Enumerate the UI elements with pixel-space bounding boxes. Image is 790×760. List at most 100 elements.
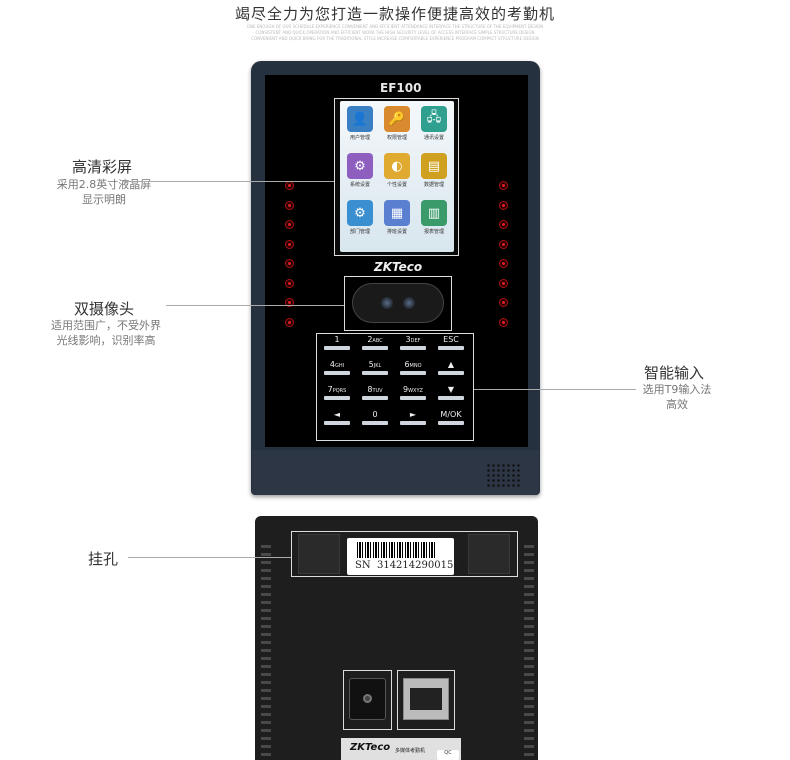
- keypad-key[interactable]: 4GHI: [322, 360, 352, 378]
- key-icon: 🔑: [384, 106, 410, 132]
- screen-leader-line: [122, 181, 334, 182]
- ethernet-socket: [410, 688, 442, 710]
- ir-led: [285, 200, 294, 210]
- power-port-frame: [343, 670, 392, 730]
- key-label: ►: [409, 410, 417, 419]
- camera-leader-line: [166, 305, 344, 306]
- keypad-key[interactable]: ▼: [436, 385, 466, 403]
- subtitle-line-3: CONVENIENT AND QUICK BRING FOR THE TRADI…: [251, 36, 539, 41]
- menu-item-4[interactable]: ◐个性设置: [383, 153, 411, 188]
- feature-input-desc: 选用T9输入法 高效: [642, 383, 712, 411]
- menu-item-label: 排班设置: [386, 229, 407, 235]
- brand-logo: ZKTeco: [374, 260, 423, 274]
- menu-item-label: 权限管理: [386, 135, 407, 141]
- ir-led: [499, 220, 508, 229]
- menu-item-label: 通讯设置: [423, 135, 444, 141]
- key-surface: [438, 346, 464, 350]
- keypad-key[interactable]: 2ABC: [360, 335, 390, 353]
- ir-led: [285, 298, 294, 307]
- vent-slots-right: [524, 540, 534, 760]
- network-port-frame: [397, 670, 455, 730]
- ir-led: [499, 239, 508, 249]
- ir-led: [499, 200, 508, 210]
- mount-hole-left: [298, 534, 340, 574]
- mount-hole-frame: [291, 531, 518, 577]
- keypad-key[interactable]: 0: [360, 410, 390, 428]
- palette-icon: ◐: [384, 153, 410, 179]
- mount-leader-line: [128, 557, 291, 558]
- feature-mount-title: 挂孔: [88, 550, 119, 568]
- key-label: 2ABC: [367, 335, 383, 344]
- users-icon: 👤: [347, 106, 373, 132]
- key-surface: [324, 421, 350, 425]
- menu-item-8[interactable]: ▥报表管理: [420, 200, 448, 235]
- keypad-key[interactable]: ►: [398, 410, 428, 428]
- database-icon: ▤: [421, 153, 447, 179]
- feature-camera-title: 双摄像头: [74, 300, 135, 318]
- keypad-key[interactable]: 5JKL: [360, 360, 390, 378]
- serial-barcode-label: SN 3142142900157: [347, 538, 460, 575]
- key-label: 5JKL: [368, 360, 382, 369]
- keypad-key[interactable]: 9WXYZ: [398, 385, 428, 403]
- camera-lens-left: [381, 297, 393, 309]
- keypad-key[interactable]: ▲: [436, 360, 466, 378]
- menu-item-3[interactable]: ⚙ 系统设置: [346, 153, 374, 188]
- key-surface: [324, 371, 350, 375]
- keypad-key[interactable]: 3DEF: [398, 335, 428, 353]
- camera-lens-right: [403, 297, 415, 309]
- key-surface: [362, 371, 388, 375]
- menu-item-7[interactable]: ▦排班设置: [383, 200, 411, 235]
- menu-item-label: 系统设置: [349, 182, 370, 188]
- ir-led: [499, 259, 508, 268]
- key-label: 8TUV: [367, 385, 383, 394]
- menu-item-5[interactable]: ▤ 数据管理: [420, 153, 448, 188]
- rating-plate: [341, 738, 461, 760]
- plate-brand-logo: ZKTeco: [350, 742, 391, 753]
- key-surface: [362, 421, 388, 425]
- menu-item-1[interactable]: 🔑 权限管理: [383, 106, 411, 141]
- ir-led: [285, 181, 294, 190]
- key-label: 3DEF: [405, 335, 421, 344]
- keypad-key[interactable]: 6MNO: [398, 360, 428, 378]
- vent-slots-left: [261, 540, 271, 760]
- menu-item-6[interactable]: ⚙部门管理: [346, 200, 374, 235]
- ir-led: [285, 278, 294, 288]
- menu-item-2[interactable]: 🖧通讯设置: [420, 106, 448, 141]
- qc-tag: QC: [437, 750, 459, 760]
- keypad-key[interactable]: 1: [322, 335, 352, 353]
- subtitle-line-2: CONSISTENT AND QUICK OPERATION AND EFFIC…: [255, 30, 535, 35]
- barcode: [357, 542, 437, 558]
- key-label: 4GHI: [329, 360, 345, 369]
- key-surface: [438, 371, 464, 375]
- page-headline: 竭尽全力为您打造一款操作便捷高效的考勤机: [234, 5, 555, 23]
- key-label: M/OK: [440, 410, 462, 419]
- menu-item-label: 用户管理: [349, 135, 370, 141]
- key-label: ▼: [447, 385, 455, 394]
- ir-led: [285, 239, 294, 249]
- ir-led: [285, 259, 294, 268]
- keypad-key[interactable]: M/OK: [436, 410, 466, 428]
- key-surface: [324, 346, 350, 350]
- serial-number: SN 3142142900157: [355, 560, 460, 571]
- menu-item-0[interactable]: 👤 用户管理: [346, 106, 374, 141]
- keypad-key[interactable]: 7PQRS: [322, 385, 352, 403]
- report-icon: ▥: [421, 200, 447, 226]
- keypad-key[interactable]: ◄: [322, 410, 352, 428]
- key-label: ▲: [447, 360, 455, 369]
- key-surface: [324, 396, 350, 400]
- key-surface: [362, 346, 388, 350]
- key-label: ◄: [333, 410, 341, 419]
- camera-highlight-frame: [344, 276, 452, 331]
- ir-led: [285, 317, 294, 327]
- ir-led: [499, 317, 508, 327]
- menu-item-label: 数据管理: [423, 182, 444, 188]
- gear-icon: ⚙: [347, 153, 373, 179]
- ir-led: [285, 220, 294, 229]
- ir-led: [499, 181, 508, 190]
- feature-camera-desc: 适用范围广，不受外界 光线影响，识别率高: [51, 319, 161, 347]
- key-label: 9WXYZ: [403, 385, 423, 394]
- ir-led: [499, 278, 508, 288]
- keypad-key[interactable]: ESC: [436, 335, 466, 353]
- key-surface: [438, 421, 464, 425]
- keypad-key[interactable]: 8TUV: [360, 385, 390, 403]
